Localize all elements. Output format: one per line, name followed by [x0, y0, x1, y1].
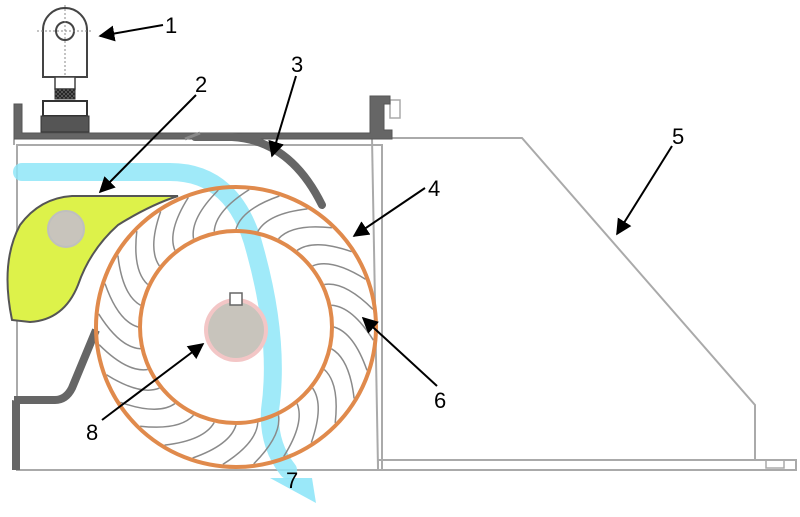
- runner-blade: [257, 208, 308, 232]
- runner-blade: [120, 401, 176, 410]
- flange-bolt: [389, 99, 401, 119]
- runner-blade: [104, 283, 139, 328]
- runner-blade: [140, 414, 195, 428]
- runner-blade: [296, 244, 352, 253]
- bolt-neck: [54, 76, 76, 90]
- runner-blade: [312, 263, 366, 280]
- leader-4: [352, 187, 426, 237]
- callout-4: 4: [428, 176, 440, 201]
- leader-6: [361, 316, 438, 387]
- bolt-nut: [42, 100, 88, 117]
- casing-left-wall: [12, 400, 20, 470]
- callout-8: 8: [86, 420, 98, 445]
- runner-blade: [222, 422, 259, 466]
- water-flow-path: [13, 163, 297, 479]
- casing-lower-inlet-wall: [14, 328, 100, 404]
- runner-blade: [164, 422, 215, 446]
- guide-vane-pivot: [47, 210, 85, 248]
- runner-inner-ring: [138, 229, 334, 425]
- runner-blade: [310, 387, 319, 443]
- runner-blade: [192, 189, 219, 239]
- shaft-key: [229, 292, 243, 306]
- callout-2: 2: [195, 72, 207, 97]
- base-plate-lug: [765, 459, 785, 469]
- runner-blade: [323, 368, 337, 423]
- runner-blade: [213, 188, 250, 232]
- runner-blades: [97, 188, 375, 466]
- runner-blade: [106, 374, 160, 391]
- lifting-eye-bolt: [37, 5, 93, 133]
- runner-blade: [172, 197, 189, 251]
- runner-blade: [331, 348, 355, 399]
- runner-blade: [192, 424, 237, 459]
- callout-3: 3: [291, 52, 303, 77]
- water-flow-outlet-arrow: [270, 478, 316, 503]
- runner-blade: [153, 211, 162, 267]
- runner-blade: [135, 231, 149, 286]
- callout-1: 1: [165, 13, 177, 38]
- deflector-joint: [184, 131, 201, 141]
- leader-2: [98, 94, 197, 194]
- runner-blade: [333, 326, 368, 371]
- runner-blade: [283, 403, 300, 457]
- runner-blade: [253, 415, 280, 465]
- runner-blade: [277, 226, 332, 240]
- base-plate: [377, 459, 797, 471]
- runner-blade: [324, 283, 374, 310]
- bolt-thread: [54, 88, 76, 100]
- shaft: [208, 302, 264, 358]
- runner: [94, 185, 378, 469]
- callout-5: 5: [672, 124, 684, 149]
- leader-8: [101, 343, 205, 421]
- bolt-base: [40, 115, 90, 133]
- draft-tube-housing: [377, 99, 797, 471]
- leader-arrows: [98, 24, 673, 421]
- callout-7: 7: [286, 468, 298, 493]
- callout-labels: 1 2 3 4 5 6 7 8: [86, 13, 684, 493]
- callout-6: 6: [434, 388, 446, 413]
- runner-blade: [98, 344, 148, 371]
- runner-blade: [117, 255, 141, 306]
- leader-1: [98, 24, 164, 42]
- runner-blade: [235, 195, 280, 230]
- runner-blade: [97, 313, 141, 350]
- leader-3: [268, 75, 297, 158]
- leader-5: [616, 145, 673, 236]
- runner-blade: [331, 304, 375, 341]
